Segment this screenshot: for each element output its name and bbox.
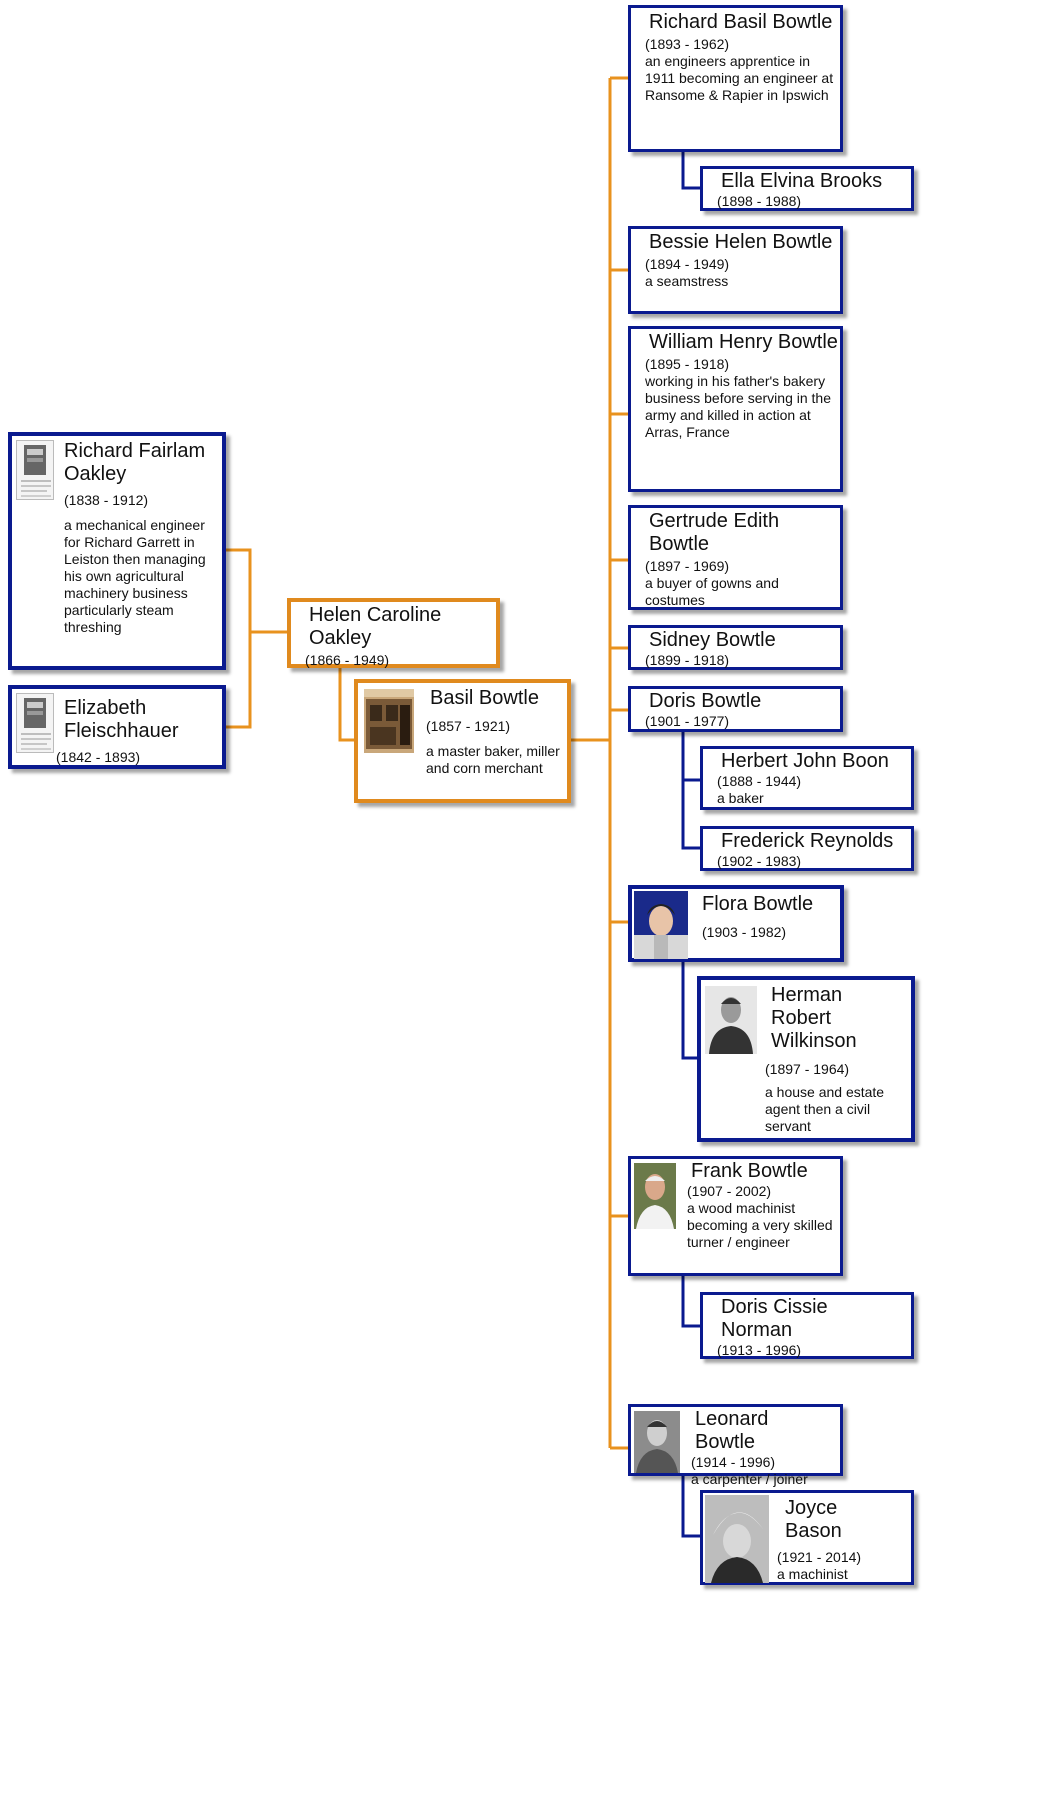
person-name: Frank Bowtle bbox=[691, 1160, 808, 1182]
person-years: (1893 - 1962) bbox=[645, 36, 730, 52]
person-years: (1901 - 1977) bbox=[645, 713, 730, 729]
person-name: Ella Elvina Brooks bbox=[721, 170, 883, 192]
person-description: a buyer of gowns and costumes bbox=[645, 575, 779, 608]
person-description: a house and estate agent then a civil se… bbox=[765, 1084, 885, 1134]
person-name: Doris Bowtle bbox=[649, 690, 762, 712]
person-years: (1914 - 1996) bbox=[691, 1454, 776, 1470]
document-photo bbox=[16, 693, 54, 753]
portrait-photo bbox=[705, 1495, 769, 1583]
connector-spouse-ella bbox=[681, 152, 700, 190]
connector-helen-basil bbox=[338, 665, 357, 742]
person-card-herman-robert-wilkinson[interactable]: Herman Robert Wilkinson (1897 - 1964) a … bbox=[697, 976, 915, 1142]
document-photo bbox=[16, 440, 54, 500]
person-description: working in his father's bakery business … bbox=[645, 373, 831, 440]
person-card-joyce-bason[interactable]: Joyce Bason (1921 - 2014) a machinist bbox=[700, 1490, 914, 1585]
person-name: Gertrude Edith Bowtle bbox=[649, 510, 780, 555]
person-card-gertrude-edith-bowtle[interactable]: Gertrude Edith Bowtle (1897 - 1969) a bu… bbox=[628, 505, 843, 610]
person-years: (1894 - 1949) bbox=[645, 256, 730, 272]
person-name: Herman Robert Wilkinson bbox=[771, 984, 857, 1052]
person-description: an engineers apprentice in 1911 becoming… bbox=[645, 53, 834, 103]
person-card-leonard-bowtle[interactable]: Leonard Bowtle (1914 - 1996) a carpenter… bbox=[628, 1404, 843, 1487]
person-description: a machinist bbox=[777, 1566, 848, 1582]
person-card-frank-bowtle[interactable]: Frank Bowtle (1907 - 2002) a wood machin… bbox=[628, 1156, 843, 1276]
person-name: Sidney Bowtle bbox=[649, 629, 776, 651]
person-description: a carpenter / joiner bbox=[691, 1471, 808, 1487]
person-card-richard-basil-bowtle[interactable]: Richard Basil Bowtle (1893 - 1962) an en… bbox=[628, 5, 843, 152]
person-card-herbert-john-boon[interactable]: Herbert John Boon (1888 - 1944) a baker bbox=[700, 746, 914, 810]
person-card-flora-bowtle[interactable]: Flora Bowtle (1903 - 1982) bbox=[628, 885, 844, 962]
person-card-sidney-bowtle[interactable]: Sidney Bowtle (1899 - 1918) bbox=[628, 625, 843, 670]
person-card-bessie-helen-bowtle[interactable]: Bessie Helen Bowtle (1894 - 1949) a seam… bbox=[628, 226, 843, 314]
connector-spouse-herman bbox=[681, 960, 700, 1060]
person-years: (1903 - 1982) bbox=[702, 924, 787, 940]
person-name: Herbert John Boon bbox=[721, 750, 889, 772]
portrait-photo bbox=[705, 986, 757, 1054]
person-years: (1838 - 1912) bbox=[64, 492, 149, 508]
person-card-frederick-reynolds[interactable]: Frederick Reynolds (1902 - 1983) bbox=[700, 826, 914, 871]
shop-photo bbox=[364, 689, 414, 753]
person-name: Joyce Bason bbox=[785, 1497, 842, 1542]
connector-basil-children bbox=[571, 76, 628, 1450]
person-name: Richard Basil Bowtle bbox=[649, 11, 833, 33]
person-years: (1866 - 1949) bbox=[305, 652, 390, 668]
connector-oakley-parents bbox=[226, 548, 287, 729]
person-name: Bessie Helen Bowtle bbox=[649, 231, 833, 253]
person-name: Frederick Reynolds bbox=[721, 830, 894, 852]
person-name: William Henry Bowtle bbox=[649, 331, 838, 353]
person-years: (1897 - 1969) bbox=[645, 558, 730, 574]
person-description: a wood machinist becoming a very skilled… bbox=[687, 1200, 833, 1250]
person-years: (1913 - 1996) bbox=[717, 1342, 802, 1358]
person-name: Richard Fairlam Oakley bbox=[64, 440, 206, 485]
person-years: (1857 - 1921) bbox=[426, 718, 511, 734]
person-card-elizabeth-fleischhauer[interactable]: Elizabeth Fleischhauer (1842 - 1893) bbox=[8, 685, 226, 769]
person-years: (1888 - 1944) bbox=[717, 773, 802, 789]
person-years: (1842 - 1893) bbox=[56, 749, 141, 765]
person-years: (1895 - 1918) bbox=[645, 356, 730, 372]
person-description: a baker bbox=[717, 790, 764, 806]
person-name: Leonard Bowtle bbox=[695, 1408, 769, 1453]
person-card-richard-fairlam-oakley[interactable]: Richard Fairlam Oakley (1838 - 1912) a m… bbox=[8, 432, 226, 670]
person-years: (1898 - 1988) bbox=[717, 193, 802, 209]
connector-spouse-joyce bbox=[681, 1476, 700, 1538]
connector-spouse-herbert bbox=[681, 732, 700, 850]
connector-spouse-doris-cissie bbox=[681, 1276, 700, 1328]
person-years: (1897 - 1964) bbox=[765, 1061, 850, 1077]
person-name: Elizabeth Fleischhauer bbox=[64, 697, 179, 742]
person-name: Helen Caroline Oakley bbox=[309, 604, 442, 649]
person-card-basil-bowtle[interactable]: Basil Bowtle (1857 - 1921) a master bake… bbox=[354, 679, 571, 803]
person-description: a mechanical engineer for Richard Garret… bbox=[64, 517, 206, 635]
person-card-william-henry-bowtle[interactable]: William Henry Bowtle (1895 - 1918) worki… bbox=[628, 326, 843, 492]
person-description: a master baker, miller and corn merchant bbox=[426, 743, 560, 776]
person-years: (1902 - 1983) bbox=[717, 853, 802, 869]
person-years: (1899 - 1918) bbox=[645, 652, 730, 668]
person-card-helen-caroline-oakley[interactable]: Helen Caroline Oakley (1866 - 1949) bbox=[287, 598, 500, 668]
person-card-doris-cissie-norman[interactable]: Doris Cissie Norman (1913 - 1996) bbox=[700, 1292, 914, 1359]
person-name: Doris Cissie Norman bbox=[721, 1296, 828, 1341]
person-name: Flora Bowtle bbox=[702, 893, 814, 915]
portrait-photo bbox=[634, 1163, 676, 1229]
person-years: (1921 - 2014) bbox=[777, 1549, 862, 1565]
person-years: (1907 - 2002) bbox=[687, 1183, 772, 1199]
person-card-doris-bowtle[interactable]: Doris Bowtle (1901 - 1977) bbox=[628, 686, 843, 732]
person-card-ella-elvina-brooks[interactable]: Ella Elvina Brooks (1898 - 1988) bbox=[700, 166, 914, 211]
person-description: a seamstress bbox=[645, 273, 729, 289]
portrait-photo bbox=[634, 891, 688, 959]
person-name: Basil Bowtle bbox=[430, 687, 539, 709]
portrait-photo bbox=[634, 1411, 680, 1473]
